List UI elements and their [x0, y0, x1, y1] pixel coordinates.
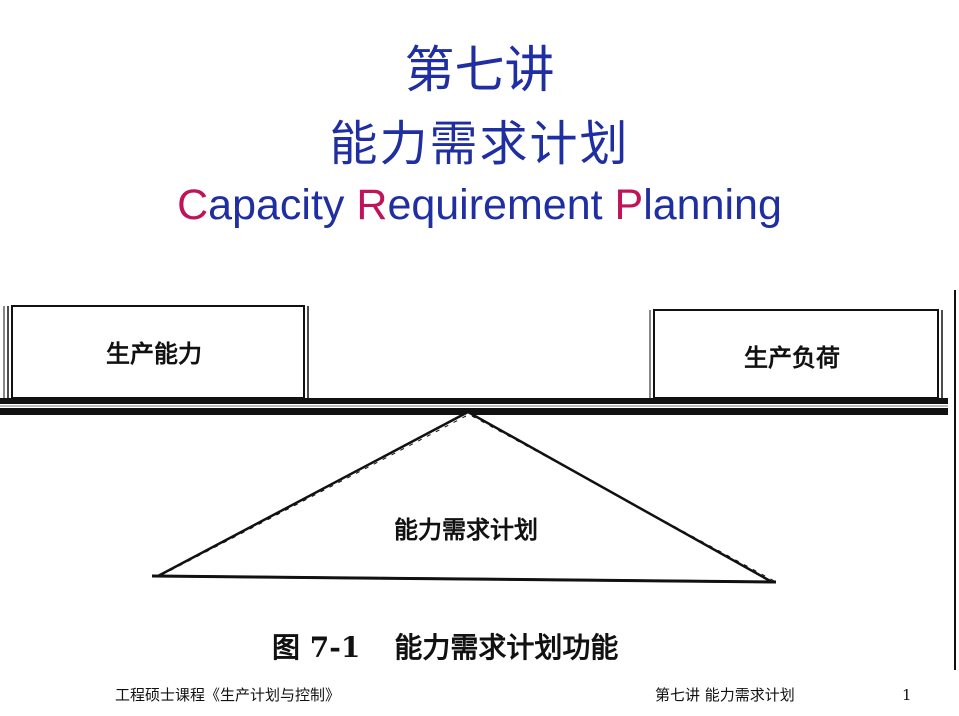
english-title-part: apacity — [208, 181, 357, 229]
load-label: 生产负荷 — [744, 344, 840, 372]
balance-figure: 生产能力 生产负荷 能力需求计划 — [0, 290, 956, 670]
capacity-label: 生产能力 — [106, 340, 202, 368]
capacity-box: 生产能力 — [3, 305, 309, 399]
english-title-part: P — [614, 181, 644, 229]
figure-caption-text: 能力需求计划功能 — [394, 631, 619, 664]
figure-caption: 图 7-1 能力需求计划功能 — [272, 628, 732, 668]
english-title-part: C — [177, 181, 209, 229]
balance-beam — [0, 398, 948, 415]
triangle-label: 能力需求计划 — [394, 516, 538, 544]
english-title: Capacity Requirement Planning — [0, 178, 959, 232]
figure-number: 图 7-1 — [272, 631, 361, 664]
footer-course: 工程硕士课程《生产计划与控制》 — [115, 686, 341, 704]
load-box: 生产负荷 — [649, 309, 943, 399]
page-number: 1 — [902, 686, 912, 704]
fulcrum-triangle: 能力需求计划 — [151, 410, 777, 584]
lecture-title: 第七讲 — [404, 41, 555, 99]
english-title-part: equirement — [387, 181, 615, 229]
footer-lecture: 第七讲 能力需求计划 — [655, 686, 795, 704]
english-title-part: R — [356, 181, 388, 229]
chinese-title: 能力需求计划 — [329, 116, 630, 172]
english-title-part: lanning — [643, 181, 782, 229]
